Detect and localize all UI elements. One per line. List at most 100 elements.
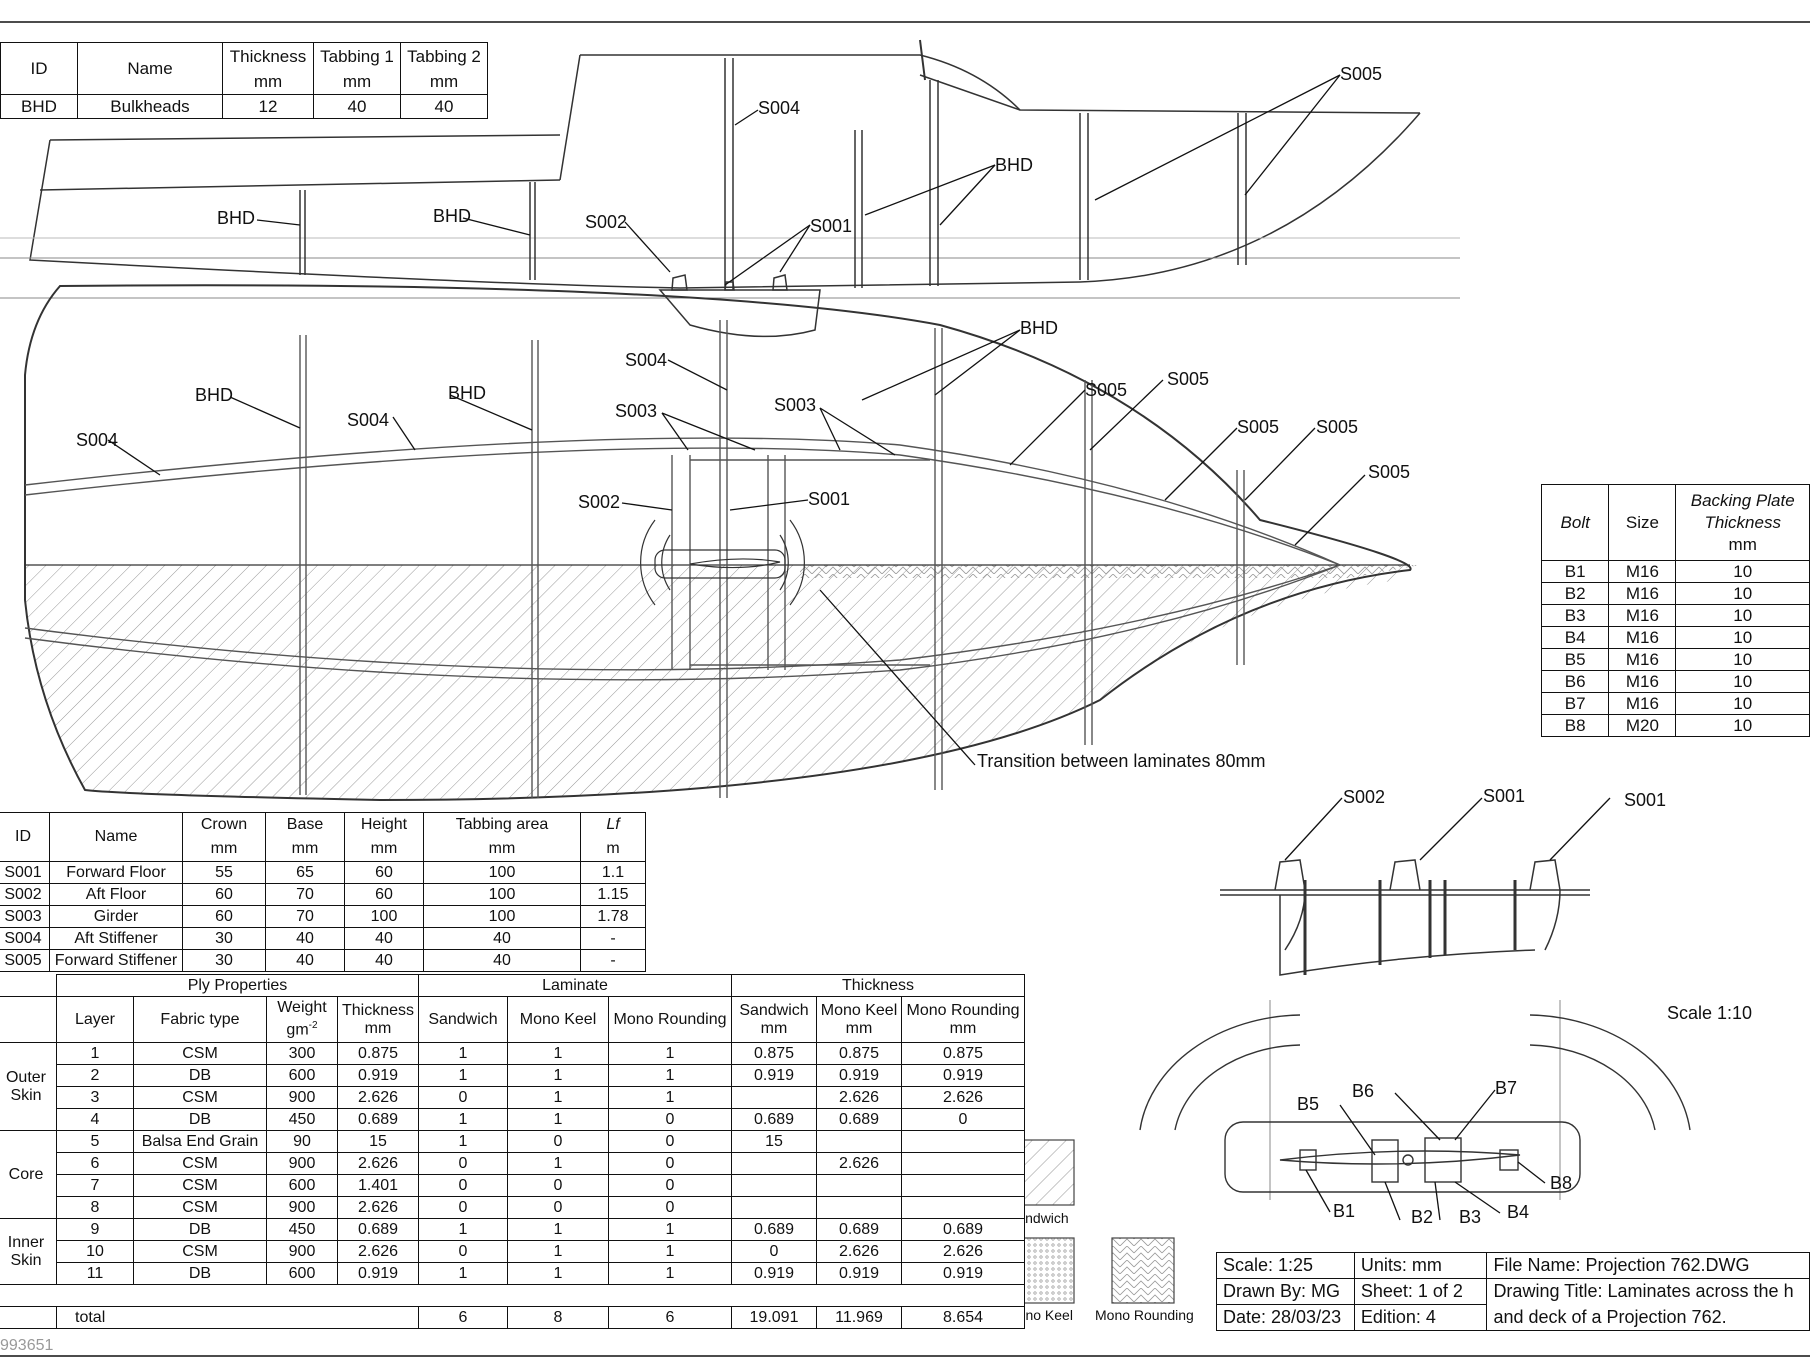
cell: 1	[418, 1218, 508, 1241]
cell: 0	[418, 1152, 508, 1175]
cell: 90	[266, 1130, 338, 1153]
cell: 0.919	[337, 1262, 419, 1285]
cell	[816, 1130, 902, 1153]
cell: 600	[266, 1174, 338, 1197]
cell: 1	[418, 1064, 508, 1087]
cell: -	[580, 927, 646, 950]
cell: S002	[0, 883, 50, 906]
cell: 2.626	[337, 1196, 419, 1219]
label-s005-plan-1: S005	[1085, 380, 1128, 400]
label-bhd-plan-right: BHD	[1020, 318, 1059, 338]
cell: 100	[344, 905, 424, 928]
cell: 0.919	[816, 1064, 902, 1087]
label-s003-plan-left: S003	[615, 401, 658, 421]
cell: M16	[1608, 648, 1677, 671]
cell: 1.15	[580, 883, 646, 906]
cell: 0	[608, 1108, 732, 1131]
cell: 1	[507, 1218, 609, 1241]
label-s001-plan: S001	[808, 489, 851, 509]
cell: 0	[608, 1152, 732, 1175]
cell	[901, 1130, 1025, 1153]
cell: Aft Stiffener	[49, 927, 183, 950]
label-s005-top: S005	[1340, 64, 1383, 84]
col-header-backing-plate: Backing Plate Thickness mm	[1675, 484, 1810, 561]
label-bhd-plan-left: BHD	[195, 385, 234, 405]
cell: 9	[56, 1218, 134, 1241]
cell: 10	[1675, 692, 1810, 715]
total-thk-mono-keel: 11.969	[816, 1306, 902, 1329]
leader-lines	[107, 74, 1611, 1221]
cell: 900	[266, 1086, 338, 1109]
cell: 6	[56, 1152, 134, 1175]
cell: 0	[608, 1196, 732, 1219]
cell: 0.689	[337, 1108, 419, 1131]
total-lam-sandwich: 6	[418, 1306, 508, 1329]
thk-mono-rounding-unit: mm	[949, 1019, 977, 1037]
group-ply-properties: Ply Properties	[56, 974, 419, 997]
col-header-lam-mono-keel: Mono Keel	[507, 996, 609, 1043]
cell: M16	[1608, 604, 1677, 627]
cell	[901, 1152, 1025, 1175]
cell: 10	[1675, 560, 1810, 583]
cell: 4	[56, 1108, 134, 1131]
thk-mono-rounding-label: Mono Rounding	[906, 1001, 1020, 1019]
cell: 0.689	[337, 1218, 419, 1241]
col-header-fabric: Fabric type	[133, 996, 267, 1043]
cell: B2	[1540, 582, 1610, 605]
cell: 0.919	[731, 1064, 817, 1087]
cell: 1.1	[580, 861, 646, 884]
cell: Forward Stiffener	[49, 949, 183, 972]
label-s003-plan-right: S003	[774, 395, 817, 415]
cell: 900	[266, 1240, 338, 1263]
cell: B7	[1540, 692, 1610, 715]
total-row: total 6 8 6 19.091 11.969 8.654	[0, 1306, 1025, 1329]
label-s002-top: S002	[585, 212, 628, 232]
cell: 15	[731, 1130, 817, 1153]
label-s004-plan-mid: S004	[347, 410, 390, 430]
cell: 2.626	[816, 1152, 902, 1175]
col-header-tabbing-area: Tabbing area	[423, 812, 581, 838]
label-bolt-b7: B7	[1495, 1078, 1518, 1098]
cell: 1	[608, 1240, 732, 1263]
cell: Forward Floor	[49, 861, 183, 884]
cell	[816, 1196, 902, 1219]
cell: 600	[266, 1064, 338, 1087]
cell: CSM	[133, 1174, 267, 1197]
cell: 1	[56, 1042, 134, 1065]
cell	[731, 1174, 817, 1197]
label-transition: Transition between laminates 80mm	[977, 751, 1266, 771]
cell: 1	[507, 1152, 609, 1175]
ply-table: Ply Properties Laminate Thickness Layer …	[0, 974, 1025, 1329]
cell: DB	[133, 1064, 267, 1087]
label-detail-s002: S002	[1343, 787, 1386, 807]
label-s004-plan-left: S004	[76, 430, 119, 450]
cell: 2	[56, 1064, 134, 1087]
ply-thickness-label: Thickness	[341, 1001, 415, 1019]
plan-view	[24, 284, 1420, 802]
cell: S001	[0, 861, 50, 884]
cell: 0	[507, 1174, 609, 1197]
cell: B1	[1540, 560, 1610, 583]
legend-mono-rounding-swatch	[1111, 1237, 1175, 1304]
weight-label: Weight	[277, 999, 327, 1017]
backing-plate-header: Backing Plate Thickness	[1690, 490, 1795, 532]
cell: 600	[266, 1262, 338, 1285]
cell: 5	[56, 1130, 134, 1153]
unit-lf: m	[580, 837, 646, 862]
cell: CSM	[133, 1042, 267, 1065]
cell: 30	[182, 927, 266, 950]
cell: 1.78	[580, 905, 646, 928]
col-header-thk-sandwich: Sandwich mm	[731, 996, 817, 1043]
cell	[731, 1196, 817, 1219]
cell: 1	[507, 1240, 609, 1263]
col-header-thk-mono-keel: Mono Keel mm	[816, 996, 902, 1043]
label-bhd-top-right: BHD	[995, 155, 1034, 175]
